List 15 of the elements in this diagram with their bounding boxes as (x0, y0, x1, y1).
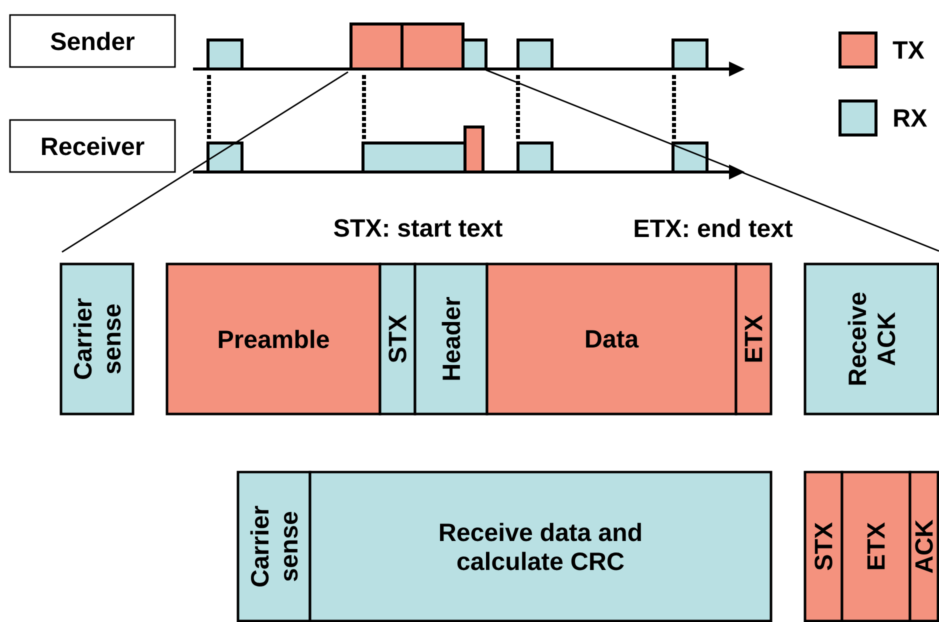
note-text: ETX: end text (634, 218, 793, 238)
packet-field: ETX (734, 262, 772, 416)
packet-field: Carrier sense (60, 262, 134, 416)
receiver-field: Carrier sense (236, 470, 312, 622)
packet-field: STX (378, 262, 416, 416)
receiver-field: ACK (908, 470, 939, 622)
label-box: Receiver (9, 119, 176, 173)
packet-field: Preamble (166, 262, 382, 416)
receiver-field: STX (804, 470, 844, 622)
label-box: Sender (9, 14, 176, 68)
legend-label: RX (894, 109, 928, 127)
legend-label: TX (892, 41, 924, 59)
note-text: STX: start text (334, 219, 502, 237)
packet-field: Receive ACK (804, 262, 939, 416)
packet-field: Header (414, 262, 488, 416)
